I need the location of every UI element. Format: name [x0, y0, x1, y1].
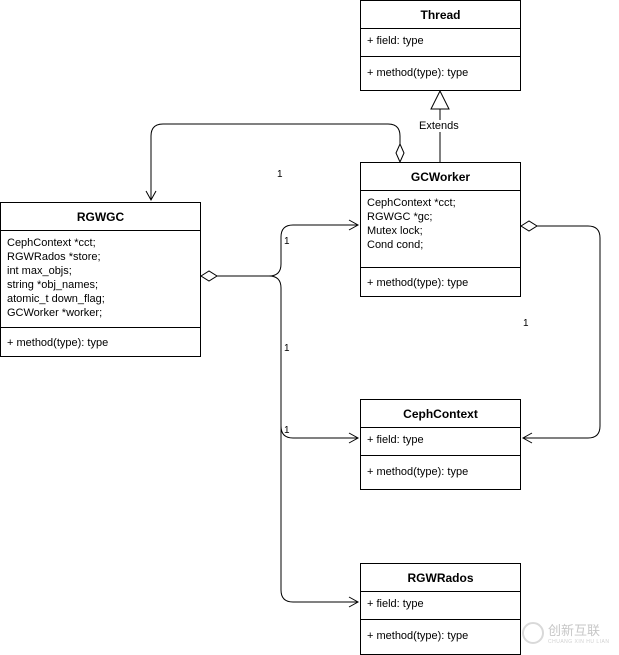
field-row: int max_objs;	[7, 265, 72, 277]
methods-section: + method(type): type	[361, 57, 520, 90]
inheritance-triangle-icon	[430, 89, 450, 110]
fields-section: CephContext *cct; RGWGC *gc; Mutex lock;…	[361, 191, 520, 268]
class-name: GCWorker	[361, 163, 520, 191]
field-row: RGWRados *store;	[7, 251, 101, 263]
field-row: RGWGC *gc;	[367, 211, 433, 223]
aggregation-diamond-icon	[200, 270, 218, 282]
methods-section: + method(type): type	[361, 456, 520, 489]
class-name: Thread	[361, 1, 520, 29]
aggregation-diamond-icon	[395, 142, 405, 164]
class-name: RGWGC	[1, 203, 200, 231]
field-row: CephContext *cct;	[7, 237, 96, 249]
fields-section: + field: type	[361, 29, 520, 57]
method-row: + method(type): type	[367, 67, 469, 79]
method-row: + method(type): type	[367, 466, 469, 478]
watermark-subtext: CHUANG XIN HU LIAN	[548, 639, 610, 645]
multiplicity-label: 1	[284, 236, 290, 247]
watermark-text: 创新互联	[548, 623, 601, 638]
field-row: string *obj_names;	[7, 279, 99, 291]
class-name: CephContext	[361, 400, 520, 428]
method-row: + method(type): type	[367, 277, 469, 289]
fields-section: + field: type	[361, 592, 520, 620]
field-row: + field: type	[367, 434, 424, 446]
class-gcworker[interactable]: GCWorker CephContext *cct; RGWGC *gc; Mu…	[360, 162, 521, 297]
class-rgwrados[interactable]: RGWRados + field: type + method(type): t…	[360, 563, 521, 655]
field-row: atomic_t down_flag;	[7, 293, 105, 305]
class-rgwgc[interactable]: RGWGC CephContext *cct; RGWRados *store;…	[0, 202, 201, 357]
extends-label: Extends	[418, 120, 460, 132]
methods-section: + method(type): type	[361, 620, 520, 654]
multiplicity-label: 1	[523, 318, 529, 329]
watermark: 创新互联 CHUANG XIN HU LIAN	[522, 620, 610, 645]
multiplicity-label: 1	[277, 169, 283, 180]
class-name: RGWRados	[361, 564, 520, 592]
fields-section: + field: type	[361, 428, 520, 456]
gcworker-to-rgwgc-connector	[145, 123, 405, 202]
field-row: Cond cond;	[367, 239, 424, 251]
field-row: + field: type	[367, 35, 424, 47]
fields-section: CephContext *cct; RGWRados *store; int m…	[1, 231, 200, 328]
field-row: GCWorker *worker;	[7, 307, 103, 319]
gcworker-to-cephcontext-connector	[520, 220, 601, 444]
methods-section: + method(type): type	[1, 328, 200, 356]
extends-connector	[430, 89, 450, 162]
class-thread[interactable]: Thread + field: type + method(type): typ…	[360, 0, 521, 91]
field-row: + field: type	[367, 598, 424, 610]
watermark-logo-icon	[522, 621, 544, 644]
methods-section: + method(type): type	[361, 268, 520, 296]
field-row: CephContext *cct;	[367, 197, 456, 209]
field-row: Mutex lock;	[367, 225, 423, 237]
multiplicity-label: 1	[284, 343, 290, 354]
method-row: + method(type): type	[7, 337, 109, 349]
class-cephcontext[interactable]: CephContext + field: type + method(type)…	[360, 399, 521, 490]
method-row: + method(type): type	[367, 630, 469, 642]
multiplicity-label: 1	[284, 425, 290, 436]
aggregation-diamond-icon	[520, 220, 538, 232]
rgwgc-aggregation-connector	[200, 219, 360, 608]
